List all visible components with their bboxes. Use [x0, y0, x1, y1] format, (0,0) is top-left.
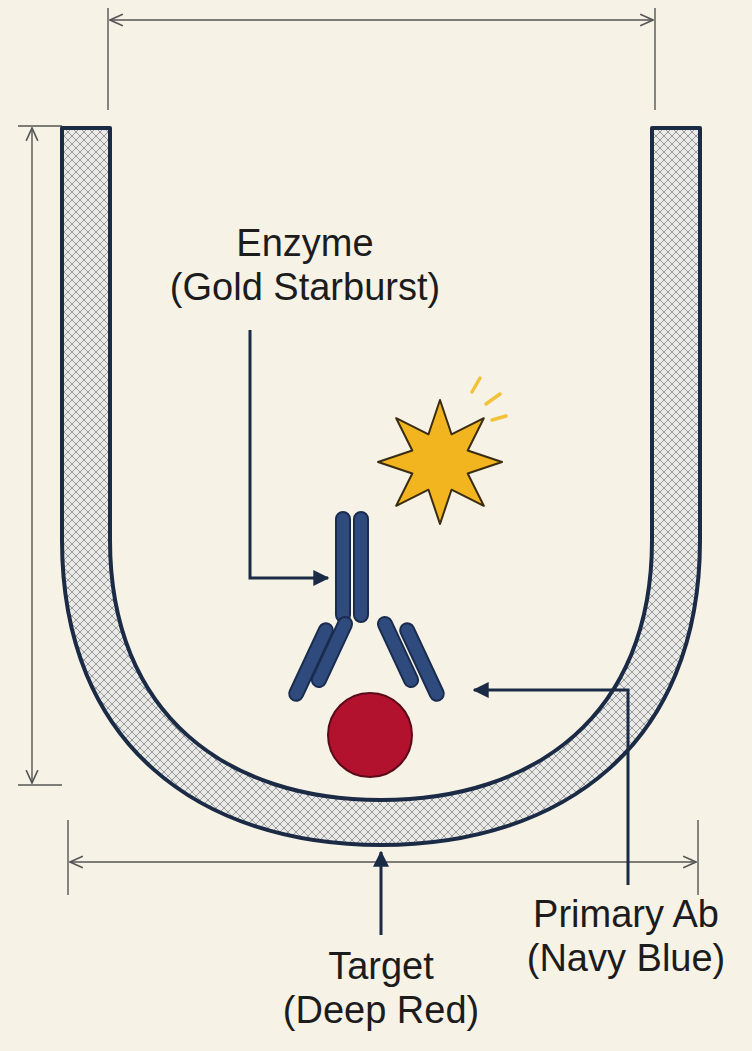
label-text: Enzyme (Gold Starburst): [170, 222, 440, 308]
leader-lines: [250, 330, 628, 935]
antibody-symbol: [287, 512, 446, 703]
primary-ab-label: Primary Ab (Navy Blue): [518, 893, 734, 980]
enzyme-starburst: [378, 400, 502, 524]
sparkle-lines: [472, 378, 506, 420]
enzyme-label: Enzyme (Gold Starburst): [155, 222, 455, 309]
well-wall: [62, 128, 700, 845]
target-label: Target (Deep Red): [275, 945, 487, 1032]
label-text: Target (Deep Red): [283, 945, 479, 1031]
target-sphere: [328, 693, 412, 777]
label-text: Primary Ab (Navy Blue): [527, 893, 726, 979]
